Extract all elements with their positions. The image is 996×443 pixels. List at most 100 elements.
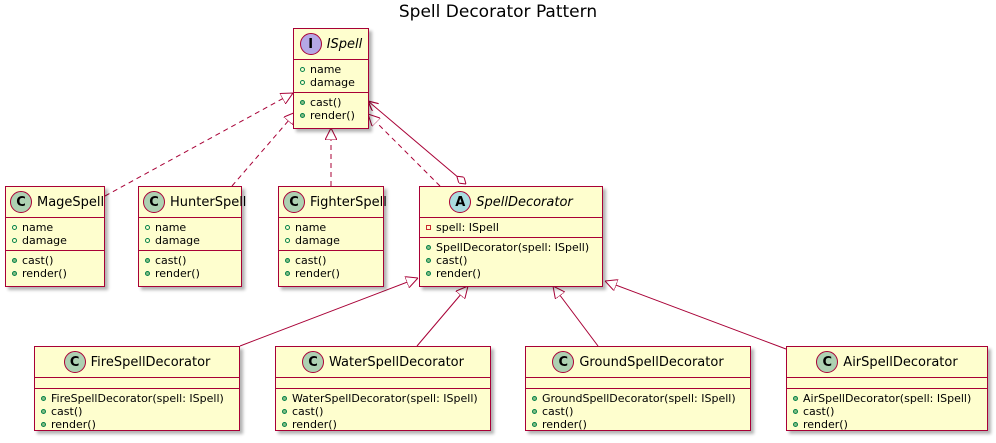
magespell-name: MageSpell [37, 194, 105, 210]
public-method-icon [282, 409, 287, 414]
method-row: cast() [426, 254, 596, 267]
airspelldecorator-name: AirSpellDecorator [843, 354, 958, 370]
hunterspell-class-box[interactable]: C HunterSpell name damage cast() render(… [138, 186, 246, 287]
method-row: render() [41, 418, 233, 431]
airspelldecorator-class-box[interactable]: C AirSpellDecorator AirSpellDecorator(sp… [786, 346, 988, 431]
waterspelldecorator-name: WaterSpellDecorator [329, 354, 464, 370]
public-method-icon [426, 245, 431, 250]
groundspelldecorator-methods: GroundSpellDecorator(spell: ISpell) cast… [526, 389, 750, 434]
ispell-name: ISpell [326, 36, 363, 52]
method-row: render() [532, 418, 744, 431]
edge-mage-realizes-ispell [104, 93, 293, 197]
firespelldecorator-methods: FireSpellDecorator(spell: ISpell) cast()… [35, 389, 239, 434]
method-row: render() [793, 418, 981, 431]
field-row: damage [12, 234, 98, 247]
fighterspell-fields: name damage [279, 218, 383, 251]
public-method-icon [426, 271, 431, 276]
method-row: WaterSpellDecorator(spell: ISpell) [282, 392, 484, 405]
edge-decorator-realizes-ispell [368, 114, 441, 187]
method-row: cast() [145, 254, 235, 267]
method-row: cast() [282, 405, 484, 418]
fighterspell-name: FighterSpell [310, 194, 387, 210]
public-method-icon [285, 271, 290, 276]
field-row: spell: ISpell [426, 221, 596, 234]
field-row: name [285, 221, 377, 234]
public-method-icon [41, 396, 46, 401]
diagram-title: Spell Decorator Pattern [398, 2, 598, 22]
magespell-fields: name damage [6, 218, 104, 251]
edge-decorator-wraps-ispell [368, 101, 466, 184]
ispell-methods: cast() render() [294, 93, 368, 125]
public-method-icon [145, 271, 150, 276]
spelldecorator-name: SpellDecorator [476, 194, 573, 210]
class-badge-icon: C [552, 351, 575, 373]
airspelldecorator-methods: AirSpellDecorator(spell: ISpell) cast() … [787, 389, 987, 434]
method-row: cast() [300, 96, 362, 109]
public-method-icon [793, 396, 798, 401]
public-field-icon [285, 225, 290, 230]
method-row: render() [300, 109, 362, 122]
hunterspell-header: C HunterSpell [139, 187, 246, 218]
spelldecorator-header: A SpellDecorator [420, 187, 602, 218]
firespelldecorator-class-box[interactable]: C FireSpellDecorator FireSpellDecorator(… [34, 346, 240, 431]
fighterspell-methods: cast() render() [279, 251, 383, 283]
edge-hunter-realizes-ispell [231, 112, 296, 187]
airspelldecorator-header: C AirSpellDecorator [787, 347, 987, 378]
field-row: name [300, 63, 362, 76]
magespell-class-box[interactable]: C MageSpell name damage cast() render() [5, 186, 105, 287]
airspelldecorator-fields [787, 378, 987, 389]
class-badge-icon: C [283, 191, 305, 213]
spelldecorator-methods: SpellDecorator(spell: ISpell) cast() ren… [420, 238, 602, 283]
public-field-icon [300, 67, 305, 72]
method-row: AirSpellDecorator(spell: ISpell) [793, 392, 981, 405]
groundspelldecorator-class-box[interactable]: C GroundSpellDecorator GroundSpellDecora… [525, 346, 751, 431]
waterspelldecorator-class-box[interactable]: C WaterSpellDecorator WaterSpellDecorato… [275, 346, 491, 431]
class-badge-icon: C [816, 351, 839, 373]
public-method-icon [426, 258, 431, 263]
public-method-icon [12, 258, 17, 263]
abstract-badge-icon: A [449, 191, 472, 213]
public-field-icon [12, 238, 17, 243]
public-field-icon [12, 225, 17, 230]
groundspelldecorator-fields [526, 378, 750, 389]
ispell-fields: name damage [294, 60, 368, 93]
method-row: FireSpellDecorator(spell: ISpell) [41, 392, 233, 405]
groundspelldecorator-header: C GroundSpellDecorator [526, 347, 750, 378]
method-row: cast() [285, 254, 377, 267]
public-method-icon [793, 409, 798, 414]
waterspelldecorator-header: C WaterSpellDecorator [276, 347, 490, 378]
firespelldecorator-fields [35, 378, 239, 389]
method-row: render() [285, 267, 377, 280]
edge-fire-extends-decorator [239, 278, 418, 347]
magespell-methods: cast() render() [6, 251, 104, 283]
fighterspell-class-box[interactable]: C FighterSpell name damage cast() render… [278, 186, 387, 287]
method-row: cast() [12, 254, 98, 267]
edge-ground-extends-decorator [553, 286, 599, 347]
hunterspell-fields: name damage [139, 218, 241, 251]
class-badge-icon: C [143, 191, 165, 213]
method-row: SpellDecorator(spell: ISpell) [426, 241, 596, 254]
public-method-icon [300, 100, 305, 105]
spelldecorator-fields: spell: ISpell [420, 218, 602, 238]
public-field-icon [145, 225, 150, 230]
edge-water-extends-decorator [416, 286, 468, 347]
firespelldecorator-name: FireSpellDecorator [90, 354, 211, 370]
public-method-icon [41, 422, 46, 427]
interface-badge-icon: I [299, 33, 322, 55]
field-row: name [145, 221, 235, 234]
method-row: render() [426, 267, 596, 280]
public-method-icon [532, 409, 537, 414]
public-field-icon [145, 238, 150, 243]
method-row: render() [282, 418, 484, 431]
public-field-icon [300, 80, 305, 85]
public-method-icon [532, 396, 537, 401]
class-badge-icon: C [63, 351, 86, 373]
firespelldecorator-header: C FireSpellDecorator [35, 347, 239, 378]
ispell-interface-box[interactable]: I ISpell name damage cast() render() [293, 28, 369, 129]
public-method-icon [300, 113, 305, 118]
spelldecorator-abstract-box[interactable]: A SpellDecorator spell: ISpell SpellDeco… [419, 186, 603, 287]
method-row: render() [12, 267, 98, 280]
class-badge-icon: C [10, 191, 32, 213]
public-method-icon [532, 422, 537, 427]
